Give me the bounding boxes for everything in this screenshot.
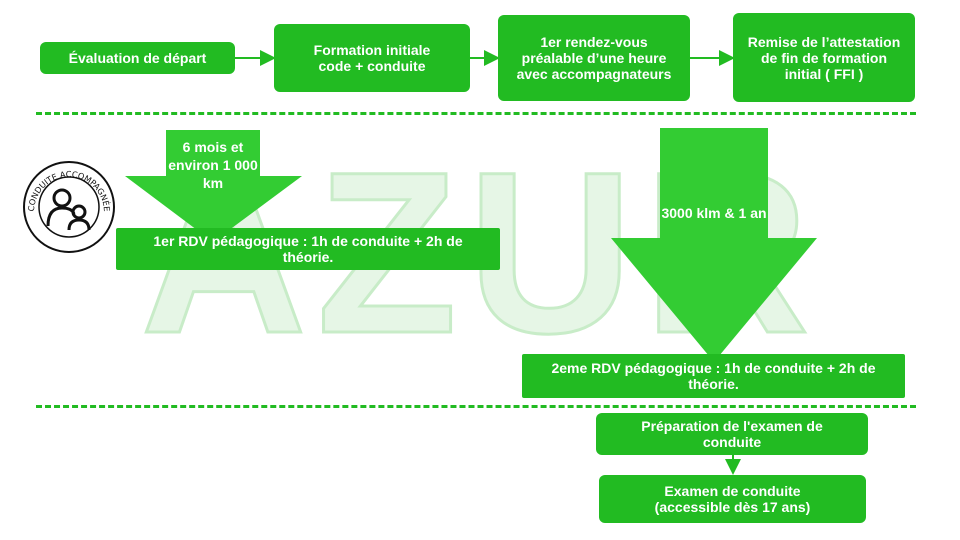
separator-top: [36, 112, 916, 115]
big-arrow-2: [611, 128, 817, 362]
rdv-pedagogique-1: 1er RDV pédagogique : 1h de conduite + 2…: [116, 228, 500, 270]
rdv-pedagogique-1-label: 1er RDV pédagogique : 1h de conduite + 2…: [153, 233, 463, 265]
big-arrow-2-label: 3000 klm & 1 an: [661, 205, 767, 221]
step-formation-initiale: Formation initiale code + conduite: [274, 24, 470, 92]
separator-bottom: [36, 405, 916, 408]
step-evaluation-depart: Évaluation de départ: [40, 42, 235, 74]
step-remise-attestation-label: Remise de l’attestation de fin de format…: [747, 33, 901, 82]
step-rendez-vous-prealable: 1er rendez-vous préalable d’une heure av…: [498, 15, 690, 101]
step-formation-initiale-label: Formation initiale code + conduite: [313, 42, 431, 74]
step-examen-conduite-label: Examen de conduite (accessible dès 17 an…: [654, 483, 811, 515]
step-examen-conduite: Examen de conduite (accessible dès 17 an…: [599, 475, 866, 523]
rdv-pedagogique-2-label: 2eme RDV pédagogique : 1h de conduite + …: [551, 360, 876, 392]
step-preparation-examen: Préparation de l'examen de conduite: [596, 413, 868, 455]
parent-child-icon: [46, 188, 91, 231]
step-preparation-examen-label: Préparation de l'examen de conduite: [641, 418, 823, 450]
step-rendez-vous-prealable-label: 1er rendez-vous préalable d’une heure av…: [516, 34, 672, 82]
big-arrow-1-label: 6 mois et environ 1 000 km: [168, 139, 258, 191]
step-evaluation-depart-label: Évaluation de départ: [68, 50, 207, 66]
rdv-pedagogique-2: 2eme RDV pédagogique : 1h de conduite + …: [522, 354, 905, 398]
conduite-accompagnee-logo: CONDUITE ACCOMPAGNÉE: [22, 160, 116, 254]
step-remise-attestation: Remise de l’attestation de fin de format…: [733, 13, 915, 102]
big-arrow-1: [125, 130, 302, 242]
